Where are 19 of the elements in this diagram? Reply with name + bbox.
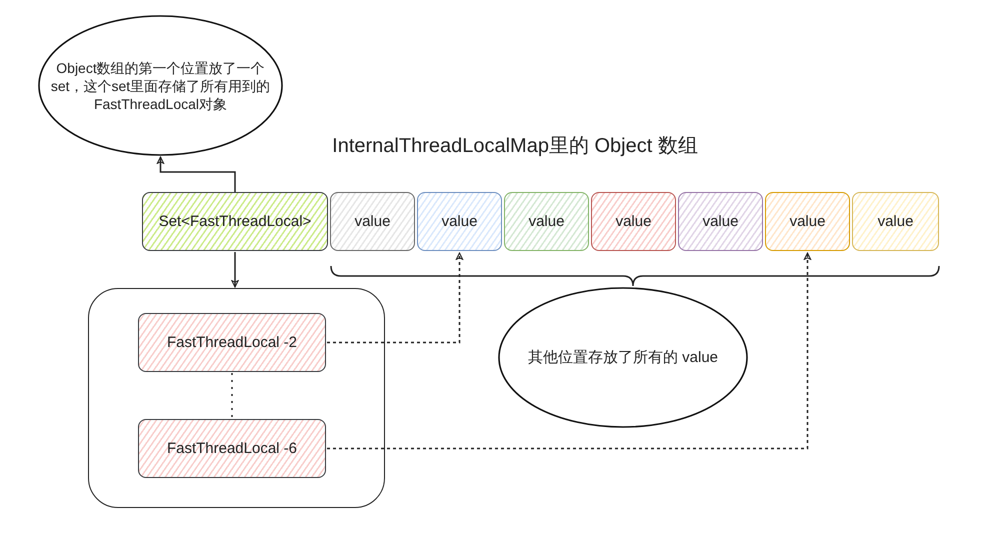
value-box: value [852,192,939,251]
value-box: value [417,192,502,251]
note-ellipse: 其他位置存放了所有的 value [498,287,748,428]
fastthreadlocal-box: FastThreadLocal -6 [138,419,326,478]
value-box: value [591,192,676,251]
group-box [88,288,385,508]
dashed-arrow [327,252,812,450]
fastthreadlocal-box: FastThreadLocal -2 [138,313,326,372]
arrow [231,252,239,288]
diagram-title: InternalThreadLocalMap里的 Object 数组 [331,134,699,159]
arrow [156,156,236,192]
note-ellipse: Object数组的第一个位置放了一个set，这个set里面存储了所有用到的 FastThreadLocal对象 [38,15,283,156]
value-box: value [678,192,763,251]
value-box: value [330,192,415,251]
value-box: value [765,192,850,251]
dashed-arrow [327,252,464,344]
dotted-line [231,373,233,418]
value-box: value [504,192,589,251]
set-box: Set<FastThreadLocal> [142,192,328,251]
